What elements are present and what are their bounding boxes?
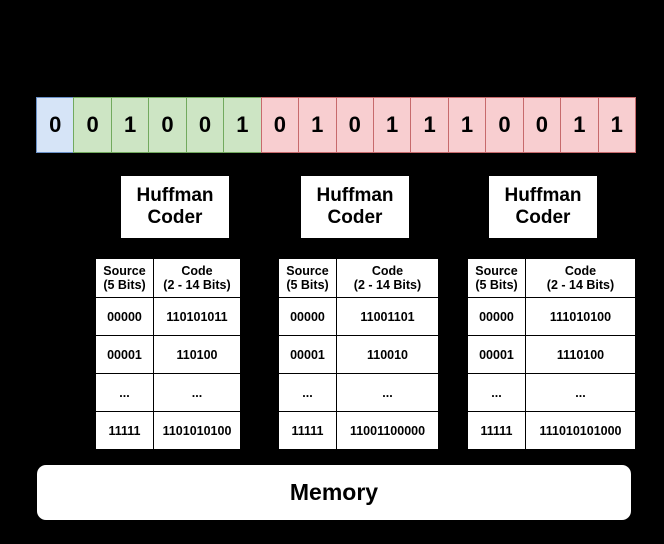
header-code-line1: Code <box>371 264 404 278</box>
cell-source: ... <box>467 373 526 412</box>
table-row: 00001 110100 <box>95 335 241 374</box>
header-source-line2: (5 Bits) <box>286 278 329 292</box>
bit-cell: 0 <box>335 97 374 153</box>
bit-cell: 1 <box>447 97 487 153</box>
cell-code: 11001101 <box>336 297 439 336</box>
bit-cell: 1 <box>560 97 599 153</box>
bit-cell: 0 <box>73 97 112 153</box>
cell-source: 00000 <box>95 297 154 336</box>
header-code-line2: (2 - 14 Bits) <box>163 278 231 292</box>
bit-cell: 1 <box>223 97 262 153</box>
huffman-coder-block: Huffman Coder <box>121 176 229 238</box>
bit-cell: 0 <box>148 97 187 153</box>
cell-source: 00000 <box>278 297 337 336</box>
cell-code: 1101010100 <box>153 411 241 450</box>
cell-code: 11001100000 <box>336 411 439 450</box>
cell-source: ... <box>278 373 337 412</box>
table-row: 00000 11001101 <box>278 297 439 336</box>
cell-source: 00000 <box>467 297 526 336</box>
header-code-line2: (2 - 14 Bits) <box>546 278 615 292</box>
column-header-code: Code (2 - 14 Bits) <box>525 258 636 298</box>
header-source-line2: (5 Bits) <box>103 278 146 292</box>
cell-code: ... <box>153 373 241 412</box>
table-header-row: Source (5 Bits) Code (2 - 14 Bits) <box>467 258 636 298</box>
bit-cell: 1 <box>597 97 636 153</box>
table-row: 00001 110010 <box>278 335 439 374</box>
column-header-code: Code (2 - 14 Bits) <box>153 258 241 298</box>
header-source-line1: Source <box>475 264 518 278</box>
table-row: 11111 11001100000 <box>278 411 439 450</box>
cell-source: 11111 <box>278 411 337 450</box>
cell-source: 00001 <box>95 335 154 374</box>
header-code-line1: Code <box>564 264 597 278</box>
huffman-coder-block: Huffman Coder <box>301 176 409 238</box>
cell-source: 00001 <box>278 335 337 374</box>
cell-code: 1110100 <box>525 335 636 374</box>
header-code-line1: Code <box>181 264 213 278</box>
table-row: ... ... <box>278 373 439 412</box>
huffman-coder-block: Huffman Coder <box>489 176 597 238</box>
table-header-row: Source (5 Bits) Code (2 - 14 Bits) <box>278 258 439 298</box>
header-source-line1: Source <box>103 264 146 278</box>
cell-source: 11111 <box>95 411 154 450</box>
header-code-line2: (2 - 14 Bits) <box>353 278 422 292</box>
code-table: Source (5 Bits) Code (2 - 14 Bits) 00000… <box>467 258 636 450</box>
memory-block: Memory <box>37 465 631 520</box>
code-table: Source (5 Bits) Code (2 - 14 Bits) 00000… <box>95 258 241 450</box>
column-header-code: Code (2 - 14 Bits) <box>336 258 439 298</box>
coder-label-line2: Coder <box>147 207 203 228</box>
header-source-line1: Source <box>286 264 329 278</box>
header-source-line2: (5 Bits) <box>475 278 518 292</box>
bit-cell: 0 <box>485 97 524 153</box>
column-header-source: Source (5 Bits) <box>278 258 337 298</box>
bit-cell: 0 <box>185 97 225 153</box>
coder-label-line1: Huffman <box>316 184 394 206</box>
table-row: ... ... <box>95 373 241 412</box>
cell-code: ... <box>525 373 636 412</box>
memory-label: Memory <box>289 479 379 505</box>
table-row: 00001 1110100 <box>467 335 636 374</box>
coder-label-line2: Coder <box>327 207 383 228</box>
cell-code: ... <box>336 373 439 412</box>
table-row: 11111 1101010100 <box>95 411 241 450</box>
cell-code: 110100 <box>153 335 241 374</box>
bit-cell: 1 <box>298 97 337 153</box>
coder-label-line1: Huffman <box>504 184 582 206</box>
cell-code: 111010101000 <box>525 411 636 450</box>
code-table: Source (5 Bits) Code (2 - 14 Bits) 00000… <box>278 258 439 450</box>
table-row: 00000 111010100 <box>467 297 636 336</box>
cell-code: 111010100 <box>525 297 636 336</box>
coder-label-line2: Coder <box>515 207 571 228</box>
bit-cell: 1 <box>372 97 412 153</box>
column-header-source: Source (5 Bits) <box>95 258 154 298</box>
cell-source: 00001 <box>467 335 526 374</box>
bit-cell: 1 <box>410 97 449 153</box>
cell-code: 110010 <box>336 335 439 374</box>
cell-source: 11111 <box>467 411 526 450</box>
cell-source: ... <box>95 373 154 412</box>
table-row: 00000 110101011 <box>95 297 241 336</box>
bitstream-strip: 0 0 1 0 0 1 0 1 0 1 1 1 0 0 1 1 <box>36 97 636 153</box>
cell-code: 110101011 <box>153 297 241 336</box>
bit-cell: 0 <box>260 97 300 153</box>
bit-cell: 0 <box>36 97 75 153</box>
table-row: ... ... <box>467 373 636 412</box>
coder-label-line1: Huffman <box>136 184 214 206</box>
column-header-source: Source (5 Bits) <box>467 258 526 298</box>
table-row: 11111 111010101000 <box>467 411 636 450</box>
bit-cell: 1 <box>110 97 150 153</box>
bit-cell: 0 <box>522 97 562 153</box>
table-header-row: Source (5 Bits) Code (2 - 14 Bits) <box>95 258 241 298</box>
